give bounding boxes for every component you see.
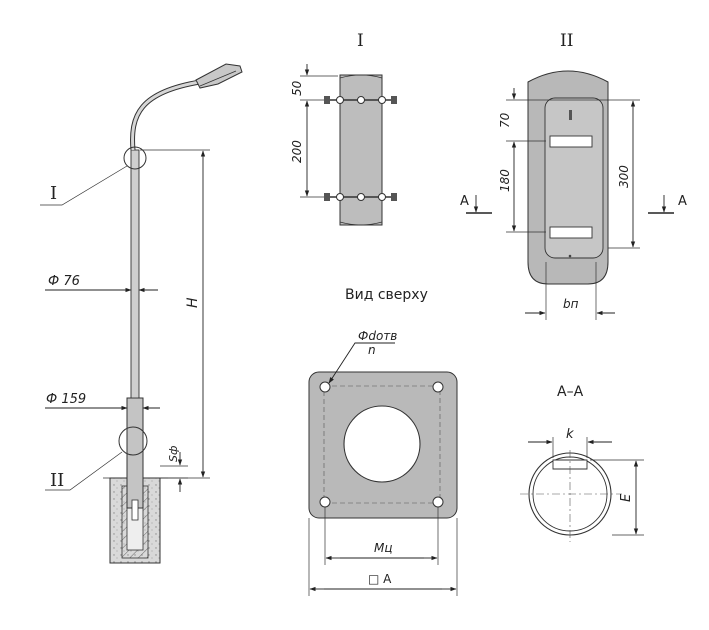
lamp-luminaire: [195, 63, 243, 89]
bolt-spacing-label: Мц: [374, 541, 393, 555]
section-aa-title: А–А: [557, 384, 584, 400]
hole-diameter-label: Фdотв: [358, 329, 397, 343]
slot-width-label: bп: [563, 297, 579, 311]
detail-1-title: I: [357, 31, 364, 51]
chord-label: k: [566, 427, 574, 442]
anchor-hole-bl: [319, 496, 331, 508]
top-view: Вид сверху Фdотв n Мц □ А: [308, 287, 458, 596]
detail-1-view: I 50 200: [290, 31, 397, 226]
diameter-76-label: Ф 76: [48, 274, 80, 289]
callout-label-1: I: [50, 183, 57, 204]
detail-2-dim-180: 180: [498, 169, 512, 192]
detail-1-bolts-bottom: [324, 193, 397, 201]
detail-1-bolts-top: [324, 96, 397, 104]
section-mark-left: А: [460, 194, 469, 209]
detail-2-title: II: [560, 31, 573, 51]
base-plate-center-hole: [343, 405, 421, 483]
hole-count-label: n: [368, 343, 376, 357]
anchor-hole-tl: [319, 381, 331, 393]
section-aa-view: А–А k E: [520, 384, 644, 542]
wall-thickness-label: Sф: [167, 446, 180, 462]
callout-circle-2: [118, 426, 148, 456]
callout-label-2: II: [50, 470, 64, 491]
detail-2-view: II 70 180 300 А А bп: [460, 31, 687, 320]
detail-1-dim-50: 50: [290, 80, 304, 96]
callout-circle-1: [123, 146, 147, 170]
section-mark-right: А: [678, 194, 687, 209]
pole-upper-section: [130, 149, 140, 399]
pole-view: I II Ф 76 Ф 159 H Sф: [40, 63, 243, 564]
diameter-159-label: Ф 159: [46, 392, 86, 407]
detail-2-dim-70: 70: [498, 112, 512, 128]
detail-1-dim-200: 200: [290, 140, 304, 163]
height-label: H: [185, 297, 201, 308]
plate-size-label: □ А: [368, 572, 392, 586]
detail-2-slot-upper: [549, 135, 593, 148]
anchor-hole-tr: [432, 381, 444, 393]
anchor-hole-br: [432, 496, 444, 508]
detail-2-slot-lower: [549, 226, 593, 239]
depth-label: E: [619, 493, 634, 502]
top-view-title: Вид сверху: [345, 287, 428, 303]
detail-2-dim-300: 300: [617, 165, 631, 188]
